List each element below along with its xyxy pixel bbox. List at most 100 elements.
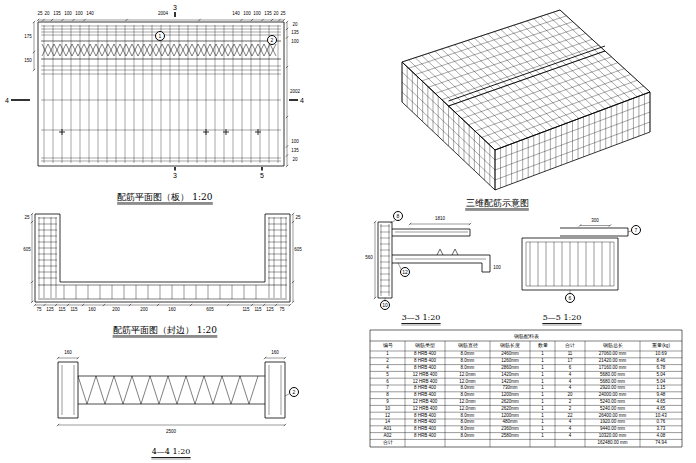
rebar-line [268, 242, 287, 243]
rebar-line [38, 254, 57, 255]
table-cell: 8.46 [656, 359, 665, 364]
table-cell: 8 [386, 393, 389, 398]
dimension-text: 125 [266, 308, 274, 313]
table-cell: 2920.00 mm [600, 386, 626, 391]
callout-number: 1 [159, 34, 162, 39]
table-cell: 8.0mm [460, 427, 474, 432]
dimension-text: 175 [24, 35, 32, 40]
dimension-tick [278, 19, 280, 21]
table-cell: 8.0mm [460, 352, 474, 357]
table-cell: 8.0mm [460, 359, 474, 364]
stirrup [526, 242, 614, 286]
rebar-line [381, 224, 382, 296]
callout-number: 10 [382, 303, 388, 308]
view-title: 5—5 1:20 [542, 314, 581, 322]
truss-rebar [42, 44, 276, 56]
rebar-line [578, 242, 579, 286]
dimension-tick [190, 304, 192, 306]
rebar-line [260, 25, 261, 163]
rebar-line [188, 25, 189, 163]
dimension-tick [264, 357, 266, 359]
dimension-text: 20 [292, 158, 298, 163]
wall-section [378, 222, 392, 298]
dimension-text: 160 [168, 308, 176, 313]
dimension-tick [292, 281, 294, 283]
rebar-line [74, 365, 75, 415]
dimension-text: 2002 [290, 90, 301, 95]
dimension-tick [292, 221, 294, 223]
rebar-line [196, 285, 197, 299]
dimension-tick [33, 51, 35, 53]
rebar-line [124, 285, 125, 299]
table-cell: 7 [386, 386, 389, 391]
table-cell: 26400.00 mm [598, 413, 626, 418]
table-cell: 钢筋长度 [500, 344, 521, 349]
rebar-line [389, 224, 390, 296]
dimension-tick [31, 221, 33, 223]
rebar-line [41, 29, 281, 30]
rebar-line [232, 285, 233, 299]
rebar-line [98, 25, 99, 163]
table-cell: 2360mm [501, 427, 519, 432]
table-cell: 8 HRB 400 [414, 386, 437, 391]
dimension-text: 115 [242, 308, 250, 313]
dimension-text: 75 [279, 308, 285, 313]
dimension-text: 25 [280, 12, 286, 17]
table-cell: 8 HRB 400 [414, 434, 437, 439]
rebar-line [62, 25, 63, 163]
dimension-text: 100 [291, 40, 299, 45]
callout-number: 6 [569, 296, 572, 301]
dimension-text: 115 [70, 308, 78, 313]
table-cell: 17160.00 mm [598, 366, 626, 371]
table-cell: 17 [567, 359, 573, 364]
rebar-line [38, 236, 57, 237]
dimension-text: 605 [23, 248, 31, 253]
rebar-line [38, 272, 57, 273]
title-underline [117, 204, 213, 205]
table-cell: 8.0mm [460, 393, 474, 398]
table-cell: 1420mm [501, 373, 519, 378]
rebar-line [268, 260, 287, 261]
table-cell: 1 [541, 434, 544, 439]
dimension-tick [37, 19, 39, 21]
plus-mark [226, 129, 227, 135]
table-cell: 5240.00 mm [600, 407, 626, 412]
dimension-text: 150 [24, 59, 32, 64]
rebar-line [530, 242, 531, 286]
rebar-line [160, 285, 161, 299]
callout-number: 8 [397, 214, 400, 219]
dimension-tick [374, 297, 376, 299]
rebar-line [62, 365, 63, 415]
table-cell: 1 [541, 400, 544, 405]
rebar-line [148, 285, 149, 299]
dimension-tick [284, 424, 286, 426]
table-cell: 12 HRB 400 [412, 407, 437, 412]
table-rule [445, 341, 446, 447]
dimension-tick [57, 357, 59, 359]
section-mark: 3 [173, 4, 178, 11]
dimension-tick [77, 357, 79, 359]
dimension-tick [129, 304, 131, 306]
table-cell: 4.65 [656, 407, 665, 412]
dimension-text: 160 [64, 351, 72, 356]
table-cell: 4 [568, 420, 571, 425]
rebar-line [380, 238, 390, 239]
dimension-text: 100 [493, 266, 501, 271]
dimension-tick [72, 19, 74, 21]
rebar-line [41, 74, 281, 75]
dimension-line [34, 22, 35, 70]
table-rule [555, 341, 556, 447]
rebar-line [395, 232, 468, 233]
table-cell: 8 HRB 400 [414, 413, 437, 418]
dimension-text: 20 [292, 23, 298, 28]
rebar-line [44, 25, 45, 163]
table-cell: 钢筋总长 [602, 344, 623, 349]
rebar-line [51, 217, 52, 298]
table-cell: 8 HRB 400 [414, 427, 437, 432]
dimension-tick [286, 116, 288, 118]
callout-circle: 10 [380, 300, 390, 310]
rebar-line [38, 248, 57, 249]
table-cell: 162480.00 mm [597, 441, 628, 446]
table-cell: 1 [541, 366, 544, 371]
table-cell: 2620mm [501, 407, 519, 412]
